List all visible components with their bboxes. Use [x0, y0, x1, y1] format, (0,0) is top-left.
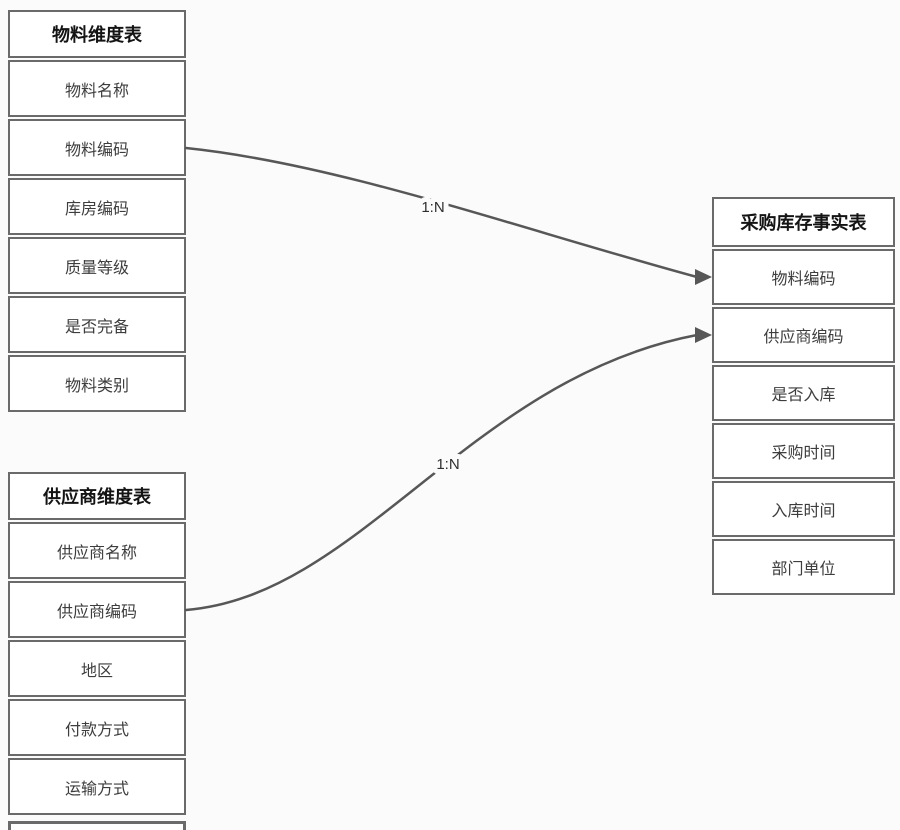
relation-label-supplier: 1:N: [436, 456, 459, 473]
field-cell: 地区: [8, 640, 186, 697]
field-cell: 是否入库: [712, 365, 895, 421]
material-dimension-table-title: 物料维度表: [8, 10, 186, 58]
relation-curve-supplier: [184, 333, 699, 612]
purchase-inventory-fact-table-title: 采购库存事实表: [712, 197, 895, 247]
supplier-dimension-table-title: 供应商维度表: [8, 472, 186, 520]
field-cell: 质量等级: [8, 237, 186, 294]
field-cell: 物料编码: [8, 119, 186, 176]
cutoff-partial-row: [8, 821, 186, 830]
supplier-dimension-table-fields: 供应商名称供应商编码地区付款方式运输方式: [8, 522, 186, 815]
field-cell: 物料类别: [8, 355, 186, 412]
field-cell: 物料名称: [8, 60, 186, 117]
field-cell: 入库时间: [712, 481, 895, 537]
field-cell: 运输方式: [8, 758, 186, 815]
arrowhead-icon: [695, 327, 712, 343]
material-dimension-table: 物料维度表 物料名称物料编码库房编码质量等级是否完备物料类别: [8, 10, 186, 412]
field-cell: 供应商编码: [712, 307, 895, 363]
material-dimension-table-fields: 物料名称物料编码库房编码质量等级是否完备物料类别: [8, 60, 186, 412]
supplier-dimension-table: 供应商维度表 供应商名称供应商编码地区付款方式运输方式: [8, 472, 186, 815]
relation-curve-material: [184, 146, 699, 279]
field-cell: 部门单位: [712, 539, 895, 595]
field-cell: 物料编码: [712, 249, 895, 305]
relation-label-material: 1:N: [421, 199, 444, 216]
field-cell: 供应商编码: [8, 581, 186, 638]
field-cell: 付款方式: [8, 699, 186, 756]
arrowhead-icon: [695, 269, 712, 285]
field-cell: 库房编码: [8, 178, 186, 235]
purchase-inventory-fact-table: 采购库存事实表 物料编码供应商编码是否入库采购时间入库时间部门单位: [712, 197, 895, 595]
field-cell: 是否完备: [8, 296, 186, 353]
field-cell: 供应商名称: [8, 522, 186, 579]
purchase-inventory-fact-table-fields: 物料编码供应商编码是否入库采购时间入库时间部门单位: [712, 249, 895, 595]
field-cell: 采购时间: [712, 423, 895, 479]
